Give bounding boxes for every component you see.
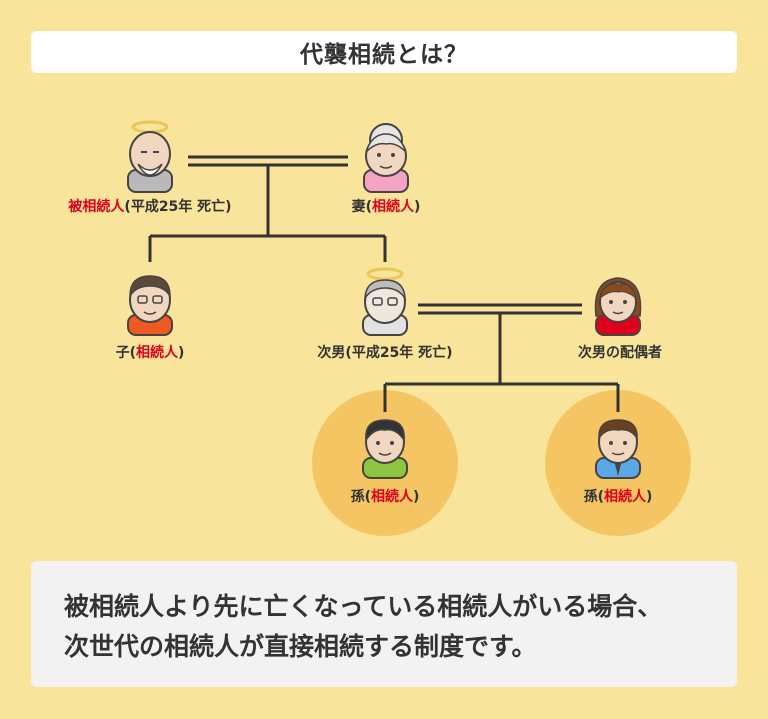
second-son-text: 次男(平成25年 死亡) <box>317 345 453 361</box>
decedent-name: 被相続人 <box>68 199 125 215</box>
spouse-label: 次男の配偶者 <box>578 342 662 362</box>
grandchild2-prefix: 孫( <box>583 489 604 505</box>
second-son-icon <box>362 267 408 336</box>
grandchild1-role: 相続人 <box>371 489 413 505</box>
grandchild1-icon <box>362 419 408 479</box>
child-role: 相続人 <box>136 345 178 361</box>
grandchild2-icon <box>595 419 641 479</box>
child-prefix: 子( <box>115 345 136 361</box>
grandchild2-role: 相続人 <box>604 489 646 505</box>
grandchild1-label: 孫(相続人) <box>351 486 420 506</box>
description-line-2: 次世代の相続人が直接相続する制度です。 <box>64 632 537 661</box>
tree-lines <box>148 155 620 412</box>
child-suffix: ) <box>178 345 185 361</box>
wife-role: 相続人 <box>372 199 414 215</box>
description-box: 被相続人より先に亡くなっている相続人がいる場合、 次世代の相続人が直接相続する制… <box>31 561 737 687</box>
page-title: 代襲相続とは？ <box>300 42 468 68</box>
grandchild2-suffix: ) <box>646 489 653 505</box>
title-banner: 代襲相続とは？ <box>31 31 737 73</box>
wife-suffix: ) <box>414 199 421 215</box>
wife-prefix: 妻( <box>351 199 372 215</box>
decedent-icon <box>127 120 173 193</box>
grandchild2-label: 孫(相続人) <box>584 486 653 506</box>
spouse-icon <box>594 277 642 336</box>
wife-label: 妻(相続人) <box>352 196 421 216</box>
decedent-label: 被相続人(平成25年 死亡) <box>68 196 231 216</box>
decedent-note: (平成25年 死亡) <box>124 199 232 215</box>
wife-icon <box>363 123 409 193</box>
child-label: 子(相続人) <box>116 342 185 362</box>
child-icon <box>127 275 173 336</box>
description-line-1: 被相続人より先に亡くなっている相続人がいる場合、 <box>64 592 663 621</box>
grandchild1-suffix: ) <box>413 489 420 505</box>
grandchild1-prefix: 孫( <box>350 489 371 505</box>
second-son-label: 次男(平成25年 死亡) <box>317 342 452 362</box>
spouse-text: 次男の配偶者 <box>578 345 662 361</box>
